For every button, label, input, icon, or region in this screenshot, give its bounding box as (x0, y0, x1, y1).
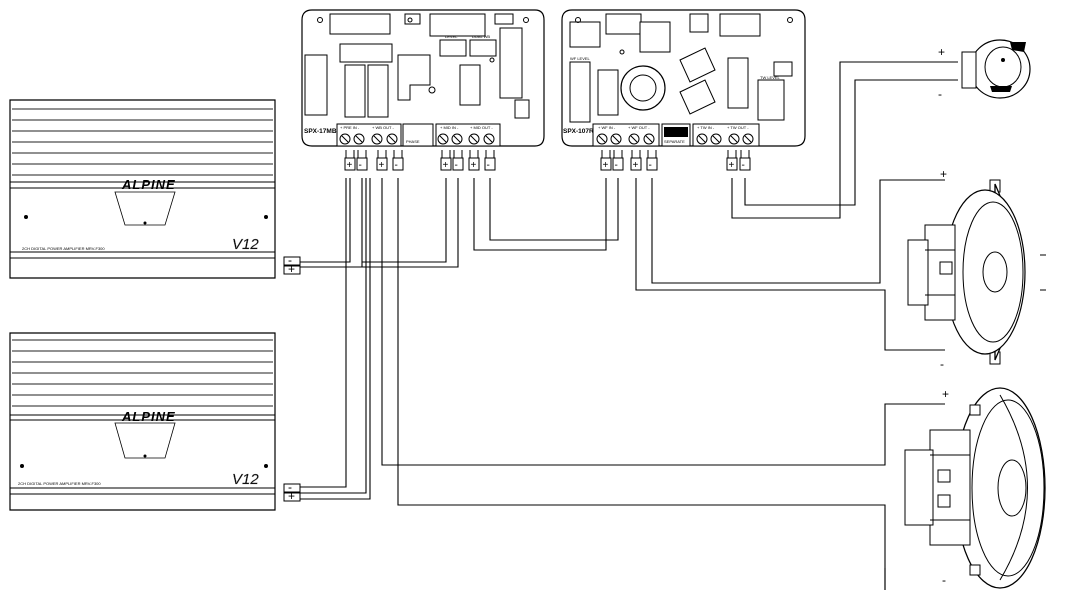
plug-minus-label: - (742, 160, 745, 171)
woofer-minus-label: - (942, 573, 946, 587)
heatsink-fins (12, 102, 273, 182)
wire-plug: + (440, 150, 452, 171)
crossover-left-model: SPX-17MB (304, 128, 337, 135)
amp-1-minus-label: - (288, 253, 292, 267)
amp-2-plus-label: + (288, 489, 295, 503)
plug-minus-label: - (649, 160, 652, 171)
plug-minus-label: - (359, 160, 362, 171)
tweeter-plus-label: + (938, 45, 945, 59)
woofer-plus-label: + (942, 387, 949, 401)
amp-1-connector: - + (283, 253, 301, 276)
crossover-left-label-dual-wb: DUAL WB (472, 34, 490, 39)
crossover-right-label-wf-level: WF LEVEL (570, 56, 591, 61)
plug-minus-label: - (455, 160, 458, 171)
wire-plug: - (356, 150, 368, 171)
tweeter-minus-label: - (938, 87, 942, 101)
crossover-right-model: SPX-107R (563, 128, 594, 135)
wire-plug: - (612, 150, 624, 171)
amplifier-1: ALPINE 2CH DIGITAL POWER AMPLIFIER MRV-F… (9, 99, 276, 279)
wire-plug: + (600, 150, 612, 171)
amplifier-2-series: V12 (232, 471, 259, 488)
crossover-right-label-tw-out: + TW OUT - (727, 125, 749, 130)
wiring (295, 61, 958, 590)
crossover-right-label-separate: SEPARATE (664, 139, 685, 144)
crossover-right-label-tw-level: TW LEVEL (760, 75, 781, 80)
wire-plug: - (484, 150, 496, 171)
plug-plus-label: + (729, 160, 735, 171)
wire-plug: - (739, 150, 751, 171)
amp-2-connector: - + (283, 480, 301, 503)
woofer-speaker: + - (904, 387, 1046, 589)
plug-plus-label: + (633, 160, 639, 171)
wire-plug: + (630, 150, 642, 171)
crossover-left: SPX-17MB + PRE IN - + WB OUT - + MID IN … (301, 9, 545, 147)
wire-plug: + (726, 150, 738, 171)
crossover-left-label-pre-in: + PRE IN - (340, 125, 360, 130)
heatsink-fins (12, 335, 273, 415)
amplifier-1-series: V12 (232, 236, 259, 253)
crossover-left-label-phase: PHASE (406, 139, 420, 144)
crossover-right-label-tw-in: + TW IN - (697, 125, 715, 130)
amp-1-plus-label: + (288, 262, 295, 276)
amplifier-2-badge (114, 422, 176, 459)
wire-plug: + (344, 150, 356, 171)
plug-plus-label: + (347, 160, 353, 171)
midrange-minus-label: - (940, 357, 944, 371)
plug-minus-label: - (487, 160, 490, 171)
plug-plus-label: + (603, 160, 609, 171)
plug-plus-label: + (379, 160, 385, 171)
midrange-speaker: + - (907, 167, 1046, 371)
wire-plug: - (646, 150, 658, 171)
wire-plug: - (452, 150, 464, 171)
wire-plug: + (376, 150, 388, 171)
crossover-right: SPX-107R + WF IN - + WF OUT - + TW IN - … (561, 9, 806, 147)
amp-2-minus-label: - (288, 480, 292, 494)
wire-plugs: +-+-+-+-+-+-+- (344, 150, 751, 171)
amplifier-2-brand: ALPINE (121, 409, 176, 424)
amplifier-1-brand: ALPINE (121, 177, 176, 192)
amplifier-2-subtitle: 2CH DIGITAL POWER AMPLIFIER MRV-F300 (18, 481, 101, 486)
midrange-plus-label: + (940, 167, 947, 181)
amplifier-1-subtitle: 2CH DIGITAL POWER AMPLIFIER MRV-F300 (22, 246, 105, 251)
crossover-left-label-level: LEVEL (445, 34, 458, 39)
crossover-left-label-mid-out: + MID OUT - (470, 125, 493, 130)
amplifier-1-badge (114, 191, 176, 226)
crossover-right-label-wf-out: + WF OUT - (628, 125, 650, 130)
plug-plus-label: + (443, 160, 449, 171)
wire-plug: + (468, 150, 480, 171)
crossover-right-label-wf-in: + WF IN - (598, 125, 616, 130)
crossover-left-label-wb-out: + WB OUT - (372, 125, 394, 130)
amplifier-2: ALPINE 2CH DIGITAL POWER AMPLIFIER MRV-F… (9, 332, 276, 511)
plug-minus-label: - (395, 160, 398, 171)
plug-plus-label: + (471, 160, 477, 171)
tweeter: + - (938, 39, 1031, 101)
crossover-left-label-mid-in: + MID IN - (440, 125, 459, 130)
wire-plug: - (392, 150, 404, 171)
plug-minus-label: - (615, 160, 618, 171)
